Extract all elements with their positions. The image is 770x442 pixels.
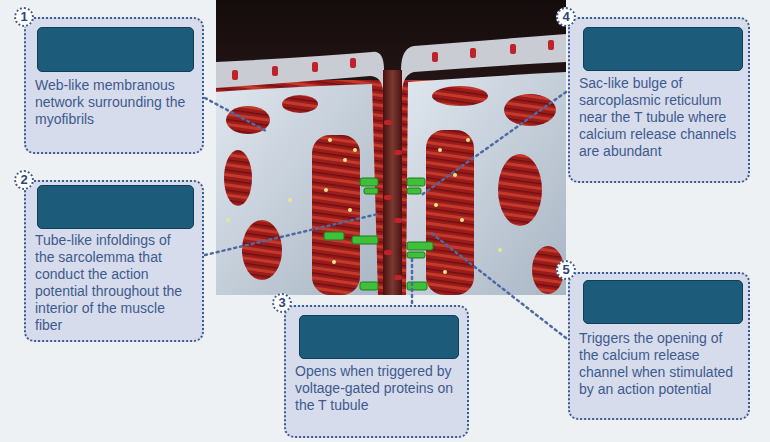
blank-answer-box [37,27,194,72]
callout-panel: Web-like membranous network surrounding … [24,17,204,154]
callout-description: Tube-like infoldings of the sarcolemma t… [35,232,193,334]
blank-answer-box [37,185,194,229]
callout-description: Triggers the opening of the calcium rele… [579,330,739,398]
blank-answer-box [299,315,459,359]
callout-number: 1 [14,7,34,27]
callout-panel: Triggers the opening of the calcium rele… [568,272,750,420]
callout-number: 5 [556,260,576,280]
callout-panel: Opens when triggered by voltage-gated pr… [284,305,469,438]
callout-number: 3 [272,293,292,313]
callout-number: 2 [14,170,34,190]
callout-description: Sac-like bulge of sarcoplasmic reticulum… [579,75,739,160]
callout-description: Opens when triggered by voltage-gated pr… [295,363,458,414]
callout-number: 4 [556,7,576,27]
blank-answer-box [583,280,743,324]
callout-panel: Tube-like infoldings of the sarcolemma t… [24,180,204,342]
callout-panel: Sac-like bulge of sarcoplasmic reticulum… [568,17,750,183]
blank-answer-box [583,27,743,71]
callout-description: Web-like membranous network surrounding … [35,77,193,128]
